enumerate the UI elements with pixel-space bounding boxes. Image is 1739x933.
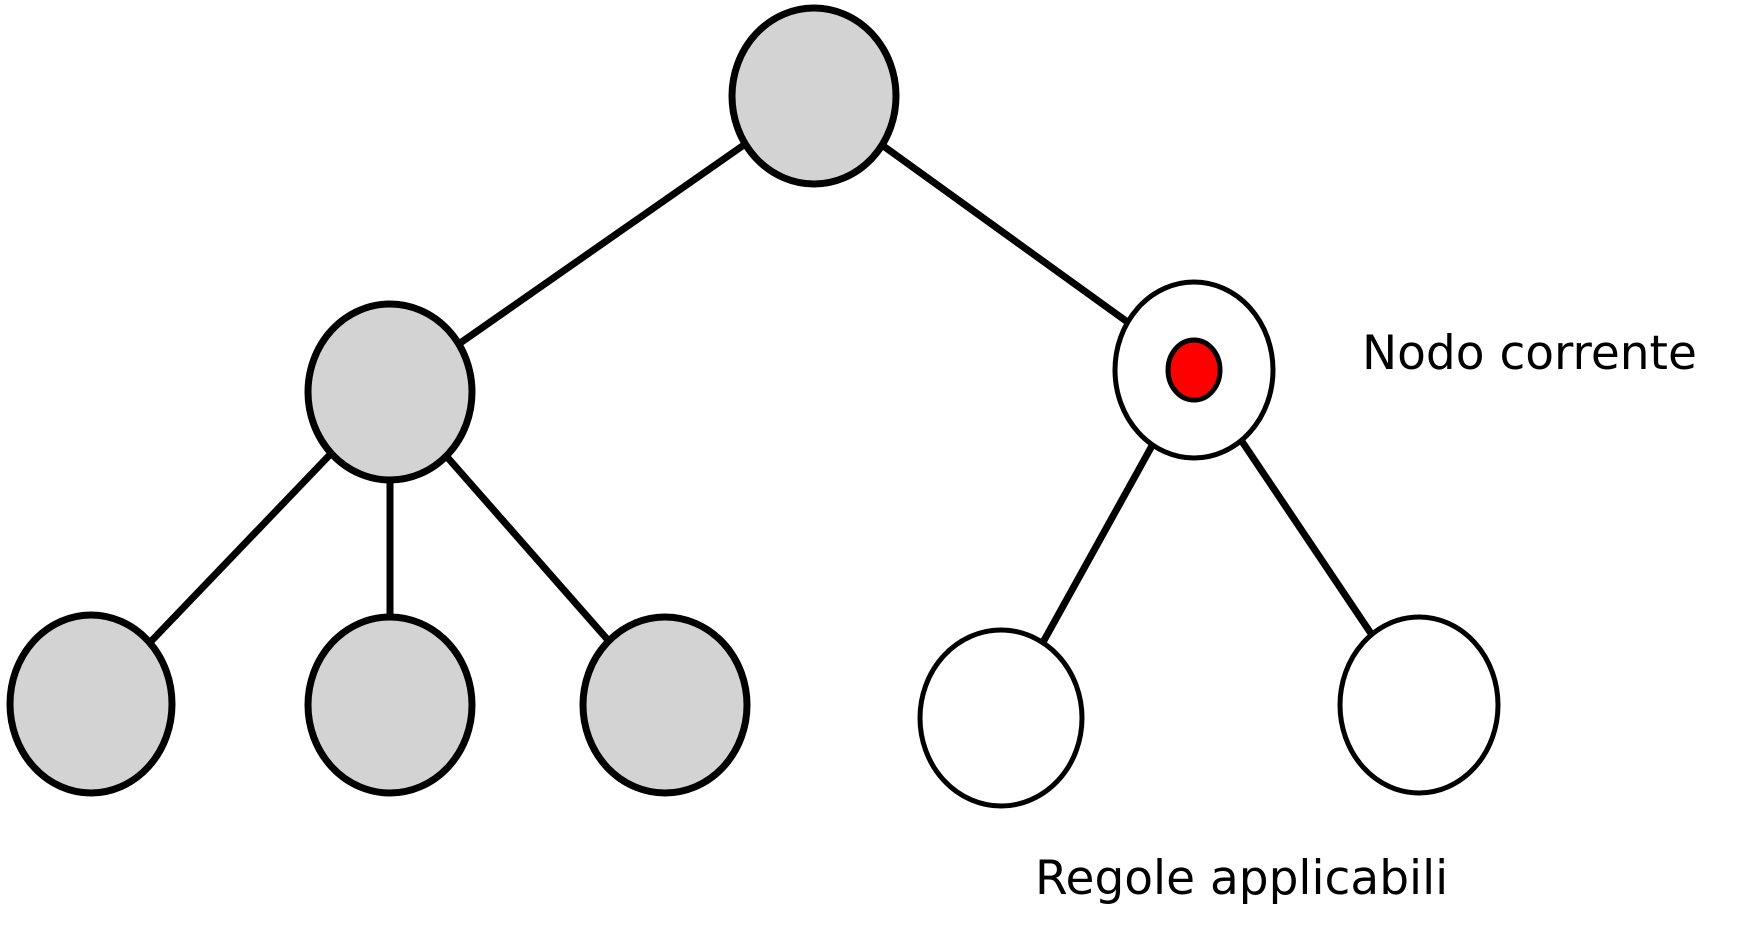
current-node-marker [1165, 337, 1223, 403]
applicable-rules-label: Regole applicabili [1035, 851, 1448, 906]
tree-node-root [728, 4, 900, 188]
tree-nodes-layer [6, 4, 1501, 809]
tree-node-rule-leaf-2 [1337, 614, 1501, 796]
current-node-label: Nodo corrente [1362, 326, 1697, 381]
tree-node-left-child [304, 300, 476, 484]
tree-node-rule-leaf-1 [917, 627, 1085, 809]
tree-node-leaf-1 [6, 611, 176, 797]
tree-node-leaf-2 [304, 613, 476, 797]
tree-node-leaf-3 [579, 613, 751, 797]
